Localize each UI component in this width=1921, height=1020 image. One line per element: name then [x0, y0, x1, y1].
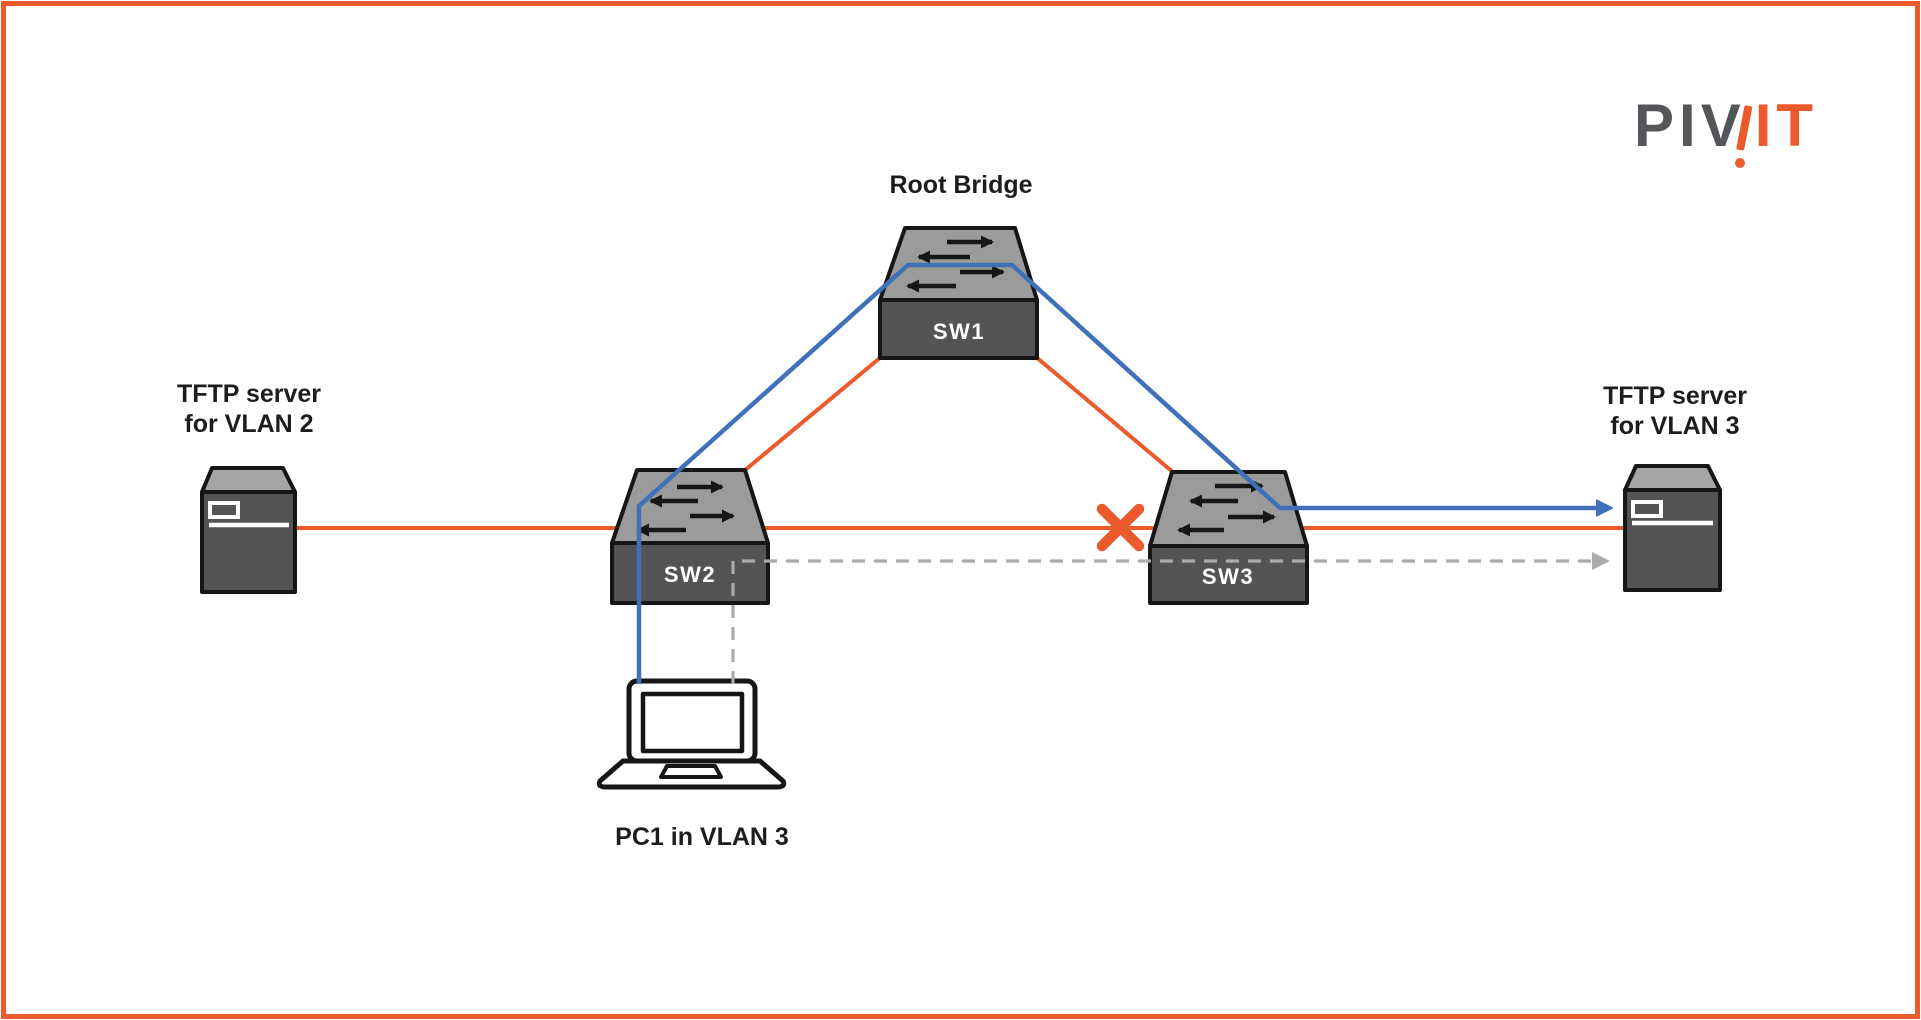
- sw2-label: SW2: [663, 562, 717, 587]
- tftp-vlan3-label-line1: TFTP server: [1602, 382, 1748, 410]
- orange-link-layer: [295, 355, 1625, 530]
- server-drive-slot-icon: [208, 501, 240, 519]
- server-front-face: [1623, 488, 1722, 592]
- blocked-x-icon: [1096, 503, 1145, 552]
- tftp-vlan2-label-line1: TFTP server: [176, 380, 322, 408]
- tftp-vlan2-label: TFTP server for VLAN 2: [177, 379, 321, 439]
- x-stroke: [1096, 503, 1145, 552]
- laptop-screen-inner: [640, 691, 745, 754]
- switch-front-face: [878, 298, 1039, 360]
- laptop-pc1-icon: [596, 678, 787, 790]
- server-top-face: [1623, 464, 1722, 492]
- logo-orange-text: IT: [1754, 92, 1819, 159]
- sw1-label: SW1: [932, 319, 986, 344]
- laptop-touchpad: [659, 764, 723, 779]
- tftp-vlan3-label: TFTP server for VLAN 3: [1603, 381, 1747, 441]
- pivit-logo: PIV IT: [1634, 96, 1818, 174]
- switch-sw3-icon: [1148, 470, 1309, 605]
- server-front-face: [200, 490, 297, 594]
- blocked-dashed-path: [731, 559, 1592, 684]
- exclamation-icon: [1734, 96, 1753, 174]
- logo-gray-text: PIV: [1634, 92, 1746, 159]
- tftp-vlan3-label-line2: for VLAN 3: [1610, 412, 1740, 440]
- exclamation-bar: [1735, 105, 1753, 151]
- exclamation-dot: [1734, 158, 1745, 168]
- server-tftp-vlan3-icon: [1623, 464, 1722, 592]
- link-sw1-sw3: [1034, 355, 1176, 475]
- blue-arrowhead-icon: [1596, 499, 1614, 517]
- root-bridge-label: Root Bridge: [889, 171, 1033, 199]
- server-drive-slot-icon: [1631, 500, 1663, 518]
- pc1-label: PC1 in VLAN 3: [615, 823, 789, 851]
- sw3-label: SW3: [1201, 564, 1255, 589]
- switch-front-face: [1148, 544, 1309, 605]
- tftp-vlan2-label-line2: for VLAN 2: [184, 410, 314, 438]
- server-top-face: [200, 466, 297, 494]
- switch-top-face: [610, 468, 770, 545]
- blue-traffic-path: [636, 262, 1597, 684]
- server-tftp-vlan2-icon: [200, 466, 297, 594]
- gray-arrowhead-icon: [1592, 552, 1610, 570]
- link-sw1-sw2: [742, 355, 883, 473]
